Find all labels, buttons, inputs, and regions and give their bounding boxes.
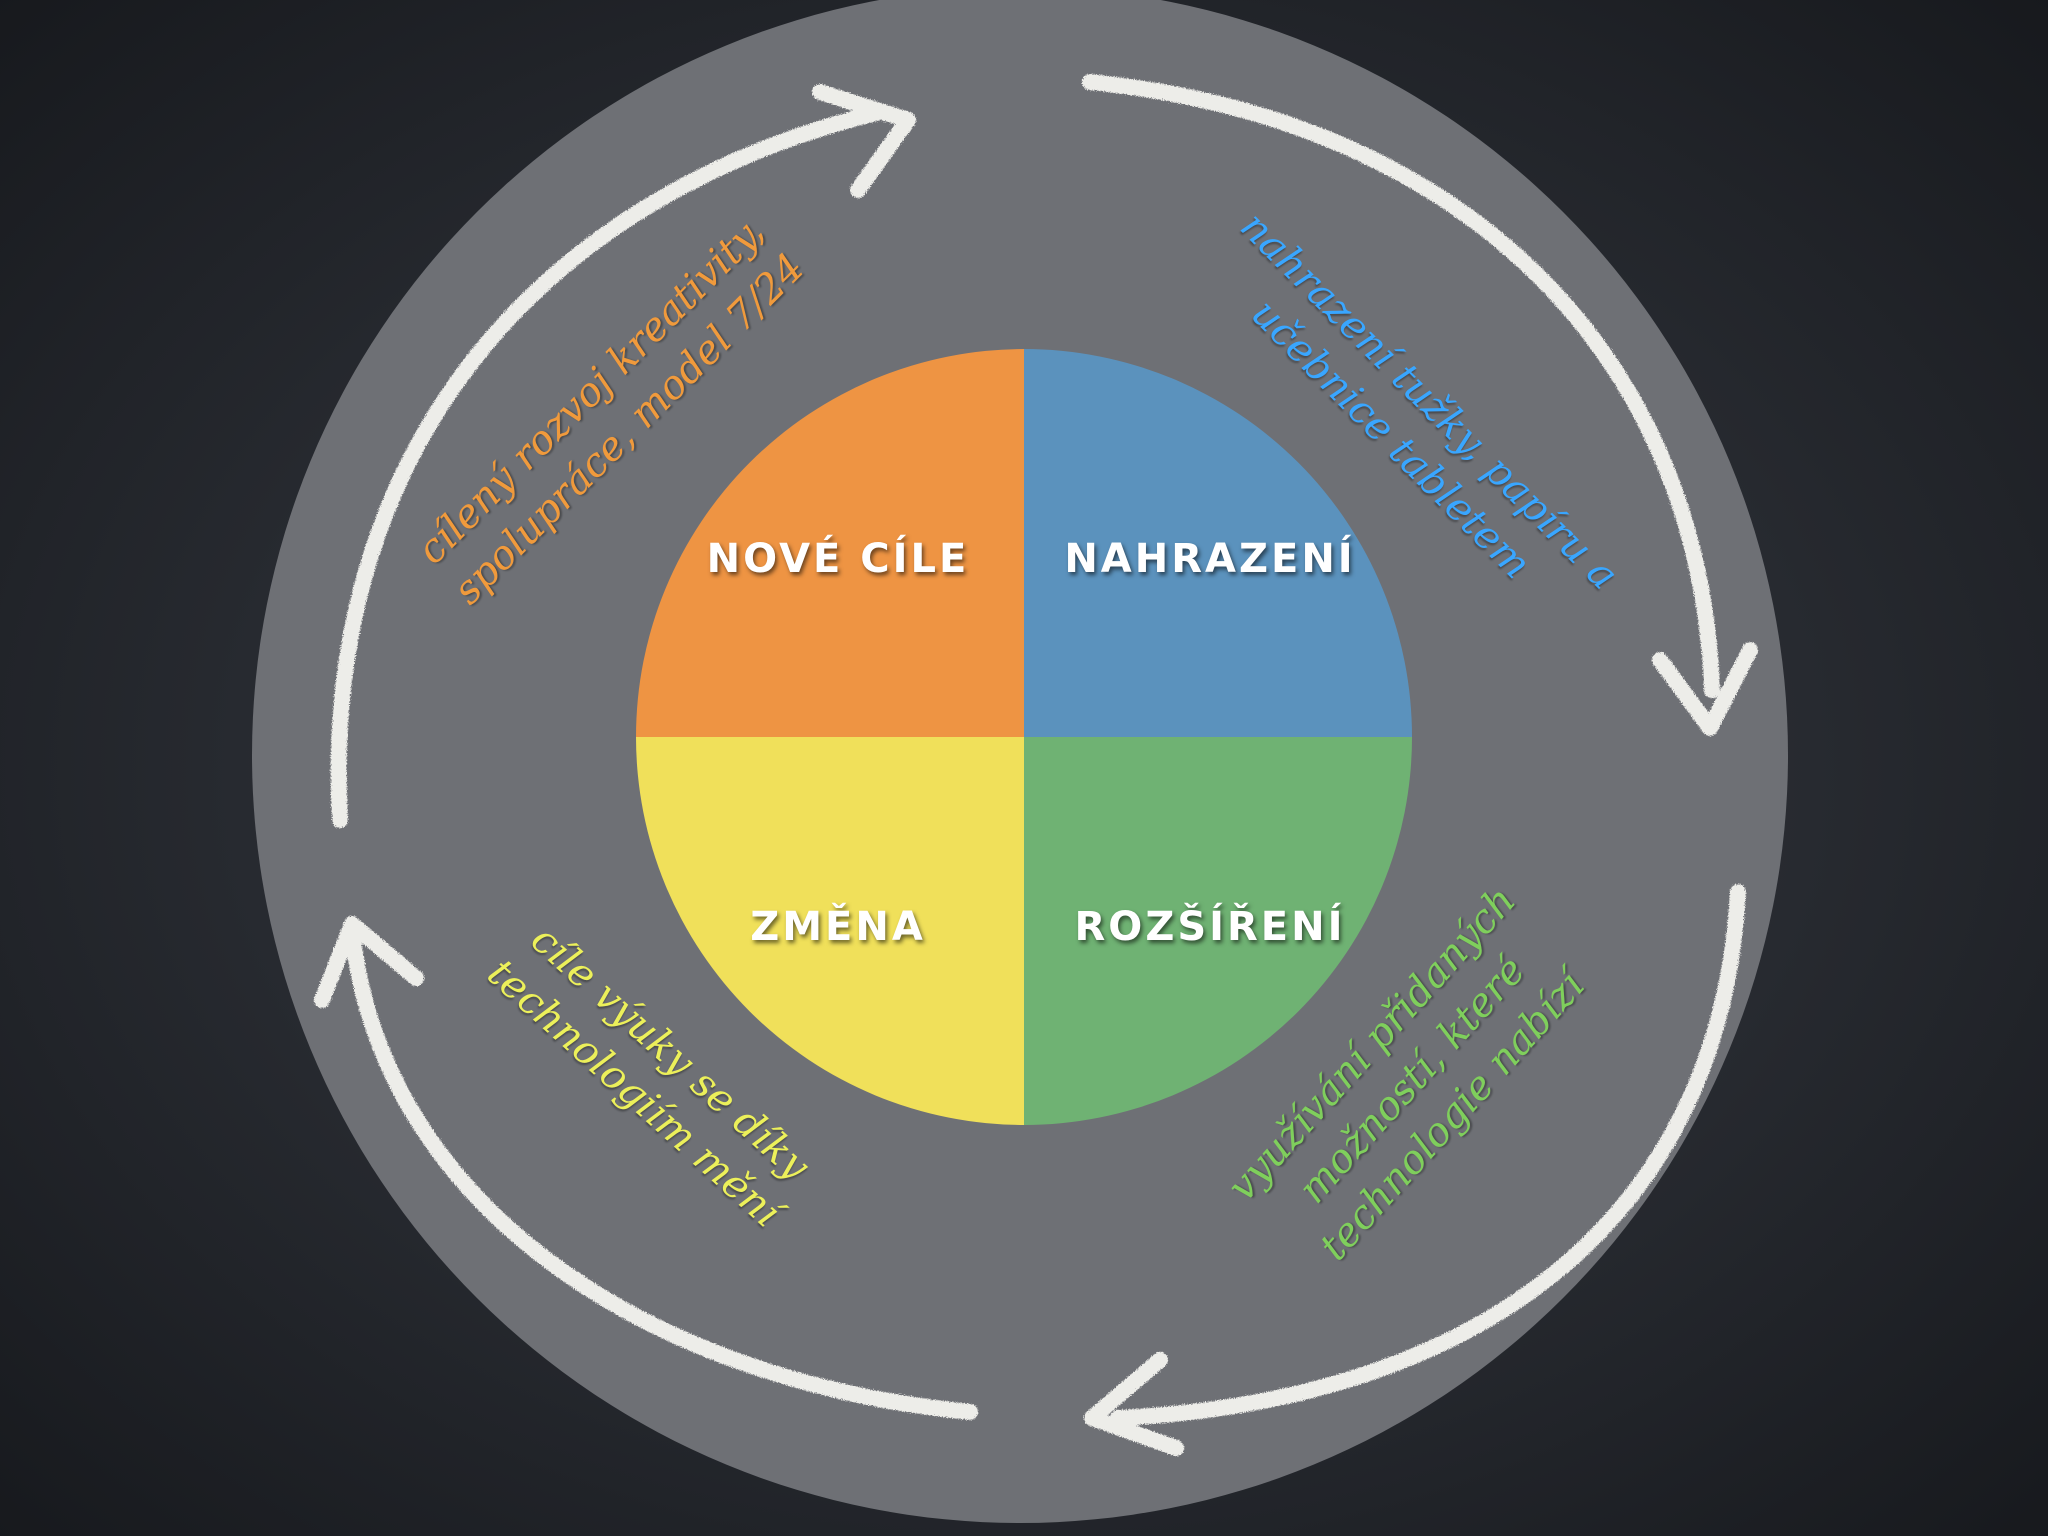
quadrant-label-nove-cile: NOVÉ CÍLE: [706, 536, 970, 582]
arrowhead-bottom-left: [314, 916, 424, 1008]
quadrant-bottom-right: [1024, 737, 1412, 1125]
quadrant-label-nahrazeni: NAHRAZENÍ: [1064, 536, 1356, 582]
arrowhead-top-right: [1652, 642, 1758, 736]
cycle-arrows: [314, 74, 1758, 1456]
arrowhead-bottom-right: [1084, 1352, 1184, 1456]
quadrant-top-left: [636, 349, 1024, 737]
quadrant-bottom-left: [636, 737, 1024, 1125]
arrow-top-right: [1082, 74, 1720, 698]
arrow-bottom-left: [344, 922, 978, 1420]
arrowhead-top-left: [812, 84, 916, 198]
quadrant-label-zmena: ZMĚNA: [750, 904, 926, 950]
quadrant-top-right: [1024, 349, 1412, 737]
quadrant-label-rozsireni: ROZŠÍŘENÍ: [1074, 904, 1346, 950]
arrow-bottom-right: [1110, 884, 1746, 1426]
arrow-top-left: [330, 104, 888, 828]
center-pie: [636, 349, 1412, 1125]
